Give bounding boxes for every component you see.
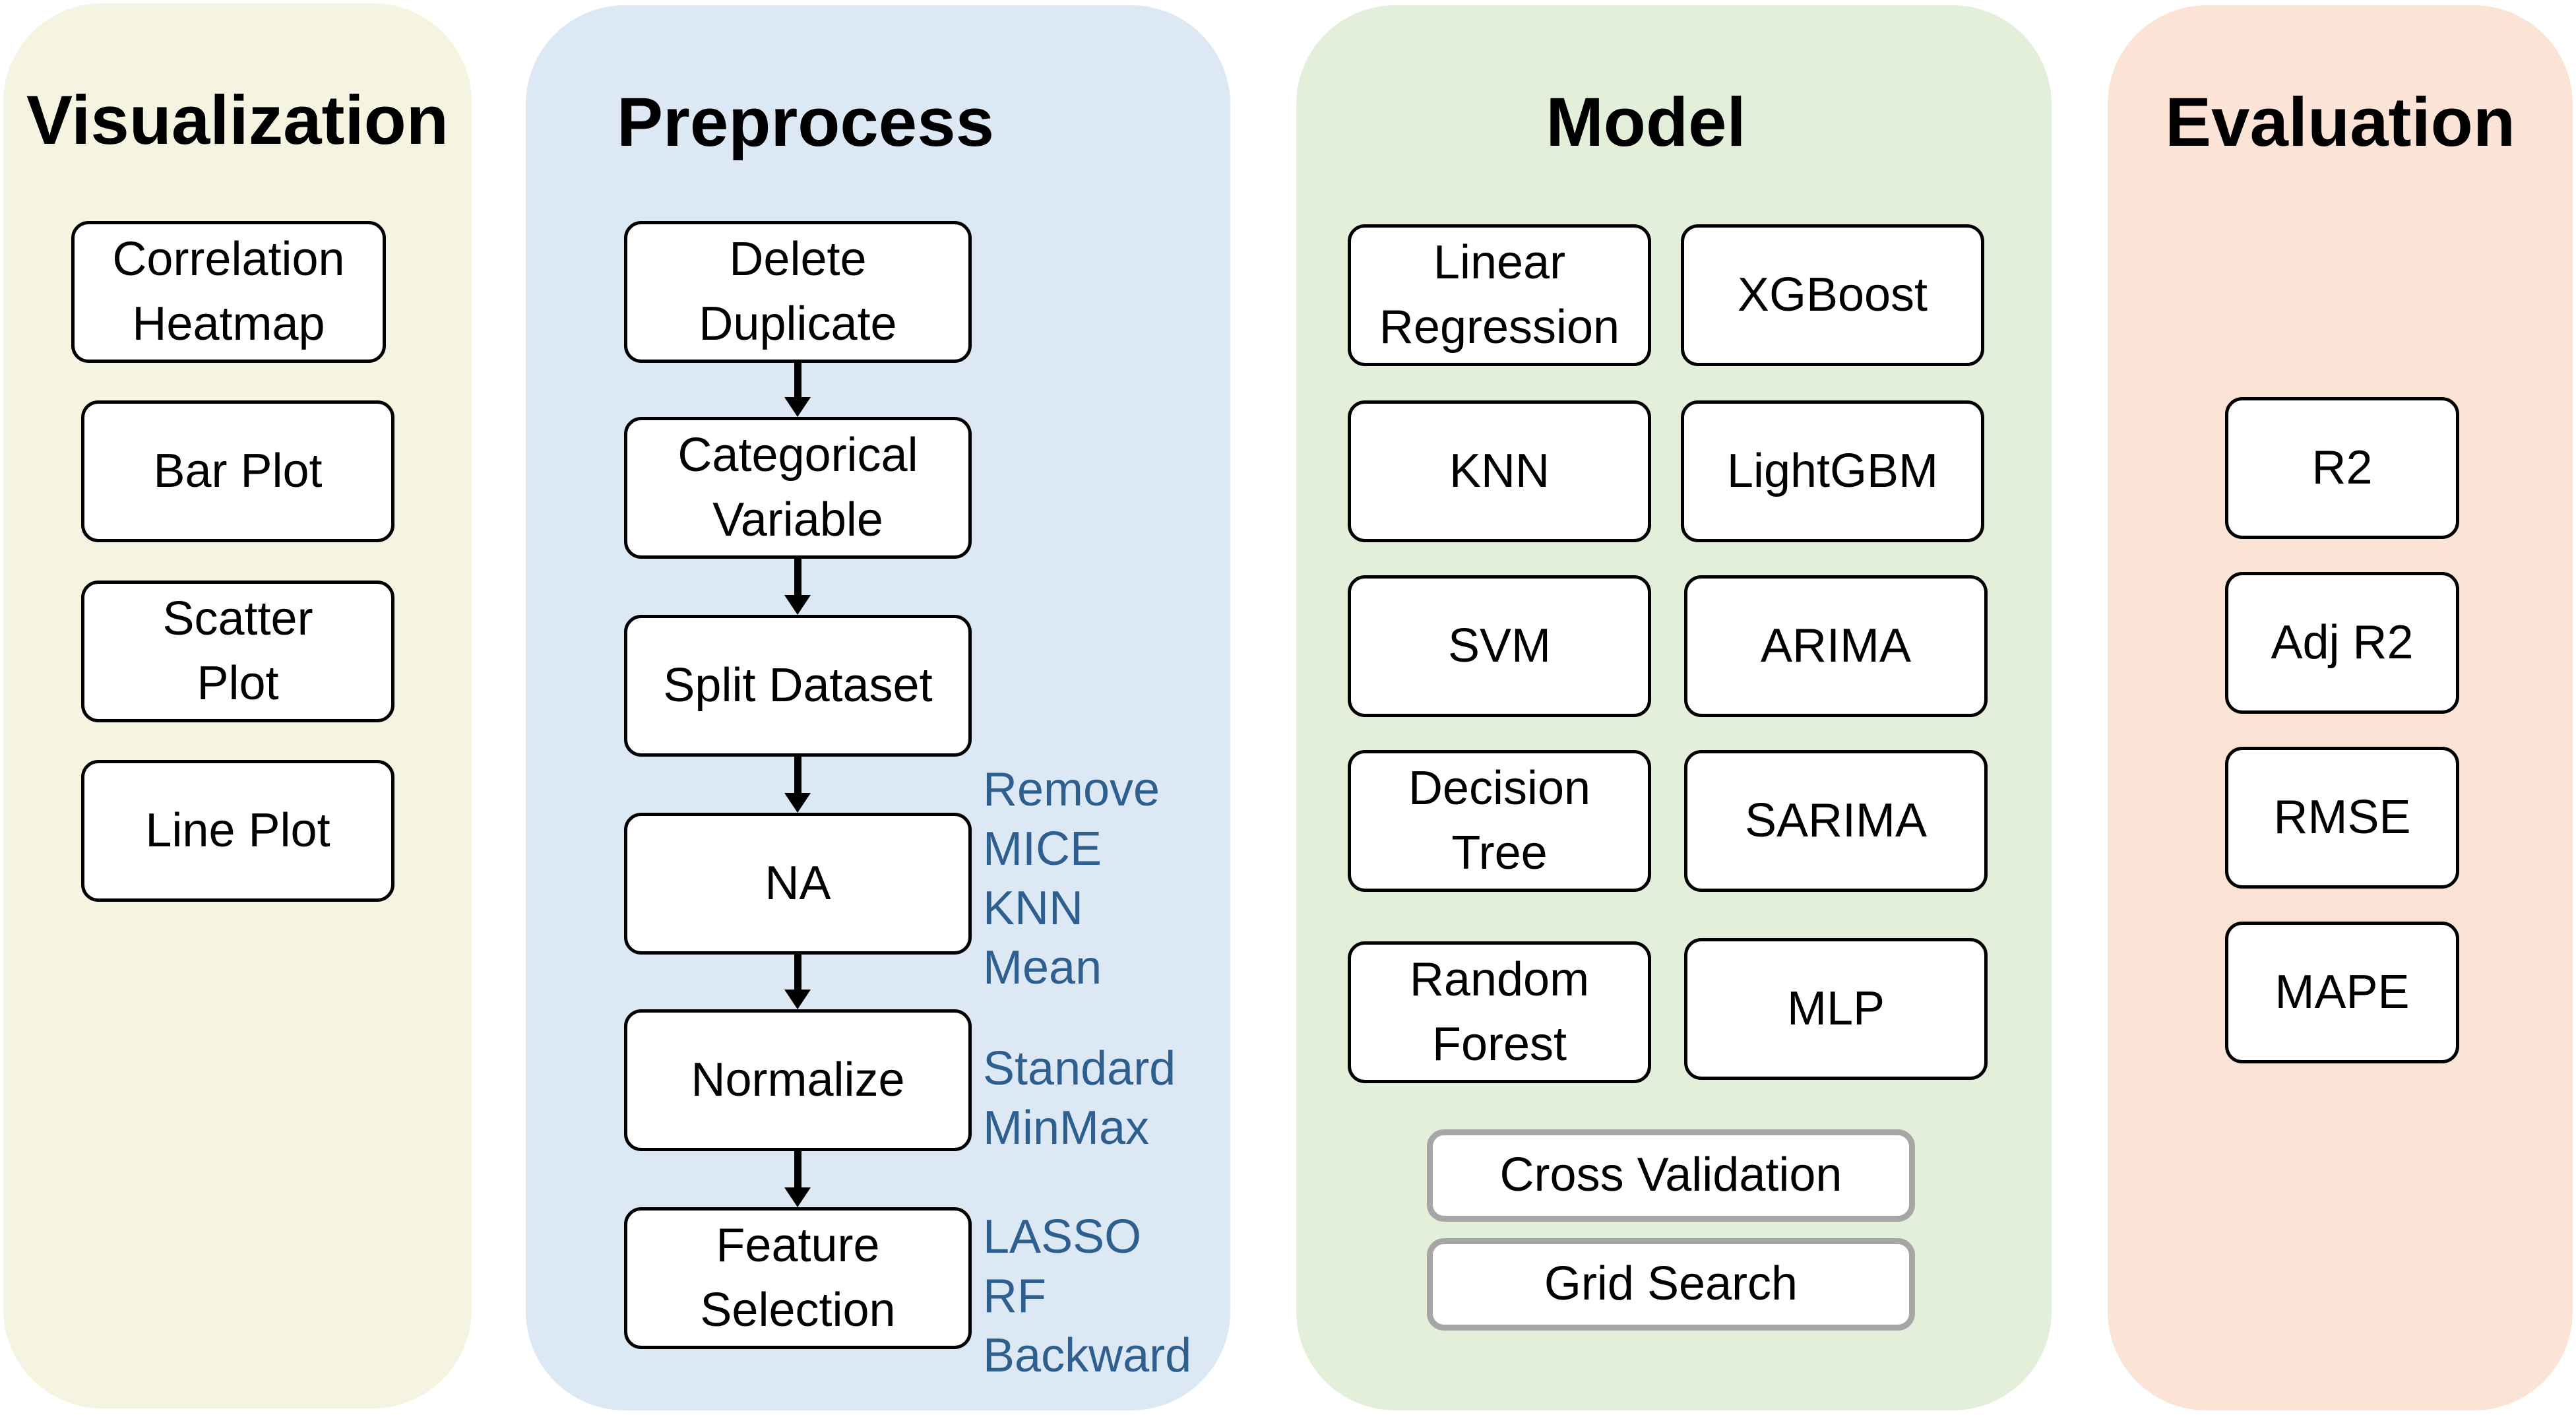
flow-arrow	[784, 363, 811, 417]
grid-search-box: Grid Search	[1427, 1238, 1915, 1331]
correlation-heatmap-box: Correlation Heatmap	[71, 221, 386, 363]
delete-duplicate-box: Delete Duplicate	[624, 221, 972, 363]
feature-selection-options: LASSO RF Backward	[983, 1211, 1192, 1382]
sarima-box: SARIMA	[1684, 750, 1988, 892]
random-forest-box: Random Forest	[1348, 941, 1651, 1083]
scatter-plot-box: Scatter Plot	[81, 581, 394, 722]
mape-box: MAPE	[2225, 922, 2459, 1063]
xgboost-box: XGBoost	[1681, 224, 1984, 366]
feature-selection-box: Feature Selection	[624, 1207, 972, 1349]
knn-box: KNN	[1348, 400, 1651, 542]
visualization-title: Visualization	[26, 82, 449, 159]
model-title: Model	[1546, 84, 1746, 161]
rmse-box: RMSE	[2225, 747, 2459, 889]
r2-box: R2	[2225, 397, 2459, 539]
bar-plot-box: Bar Plot	[81, 400, 394, 542]
categorical-variable-box: Categorical Variable	[624, 417, 972, 559]
evaluation-title: Evaluation	[2165, 84, 2515, 161]
linear-regression-box: Linear Regression	[1348, 224, 1651, 366]
normalize-options: Standard MinMax	[983, 1042, 1176, 1154]
na-options: Remove MICE KNN Mean	[983, 763, 1160, 994]
mlp-box: MLP	[1684, 938, 1988, 1080]
split-dataset-box: Split Dataset	[624, 615, 972, 757]
svm-box: SVM	[1348, 575, 1651, 717]
normalize-box: Normalize	[624, 1009, 972, 1151]
na-box: NA	[624, 813, 972, 955]
lightgbm-box: LightGBM	[1681, 400, 1984, 542]
flow-arrow	[784, 559, 811, 615]
adj-r2-box: Adj R2	[2225, 572, 2459, 714]
decision-tree-box: Decision Tree	[1348, 750, 1651, 892]
cross-validation-box: Cross Validation	[1427, 1129, 1915, 1222]
flow-arrow	[784, 955, 811, 1009]
line-plot-box: Line Plot	[81, 760, 394, 902]
flow-arrow	[784, 1151, 811, 1207]
flow-arrow	[784, 757, 811, 813]
preprocess-title: Preprocess	[616, 84, 994, 161]
arima-box: ARIMA	[1684, 575, 1988, 717]
